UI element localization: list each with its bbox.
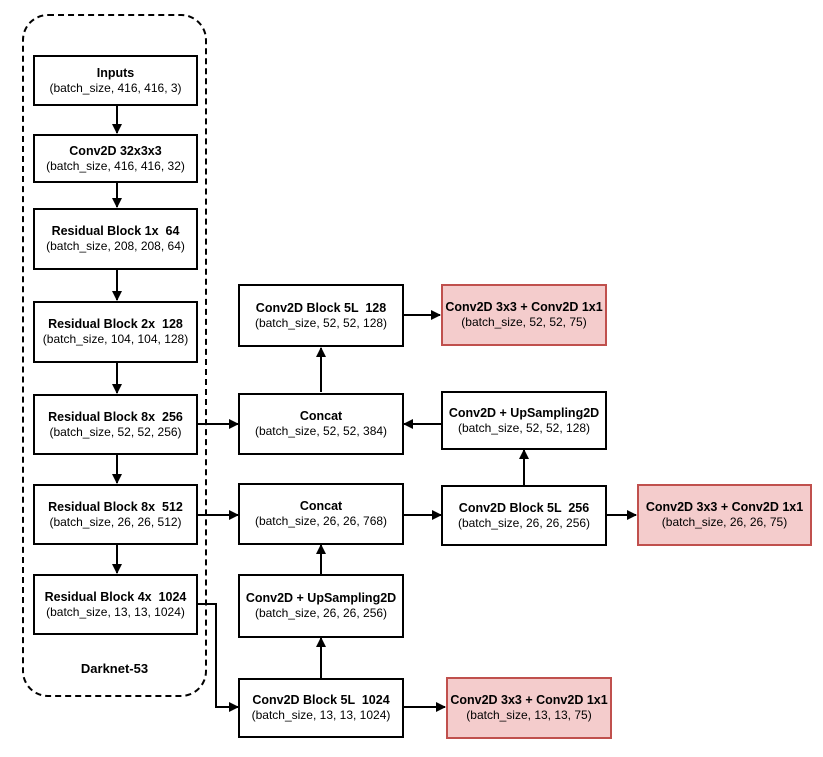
arrow-res4-to-conv5l1024	[198, 603, 239, 712]
node-shape: (batch_size, 26, 26, 256)	[457, 515, 591, 530]
node-title: Residual Block 2x 128	[48, 317, 183, 331]
node-residual-8x-256: Residual Block 8x 256 (batch_size, 52, 5…	[33, 394, 198, 455]
node-shape: (batch_size, 416, 416, 3)	[49, 80, 182, 95]
node-conv2d-block-5l-1024: Conv2D Block 5L 1024 (batch_size, 13, 13…	[238, 678, 404, 738]
node-shape: (batch_size, 52, 52, 384)	[254, 424, 388, 438]
node-title: Conv2D 3x3 + Conv2D 1x1	[445, 300, 603, 314]
node-conv2d-32: Conv2D 32x3x3 (batch_size, 416, 416, 32)	[33, 134, 198, 183]
node-title: Concat	[299, 409, 343, 423]
node-title: Conv2D 32x3x3	[69, 143, 162, 158]
node-title: Concat	[299, 499, 343, 513]
node-title: Inputs	[96, 65, 135, 80]
node-concat-26: Concat (batch_size, 26, 26, 768)	[238, 483, 404, 545]
node-shape: (batch_size, 26, 26, 256)	[254, 606, 388, 620]
node-output-13: Conv2D 3x3 + Conv2D 1x1 (batch_size, 13,…	[446, 677, 612, 739]
node-shape: (batch_size, 104, 104, 128)	[42, 332, 189, 346]
node-title: Conv2D Block 5L 256	[458, 500, 590, 515]
node-title: Conv2D + UpSampling2D	[448, 405, 600, 420]
node-upsampling-52: Conv2D + UpSampling2D (batch_size, 52, 5…	[441, 391, 607, 450]
node-concat-52: Concat (batch_size, 52, 52, 384)	[238, 393, 404, 455]
node-shape: (batch_size, 52, 52, 75)	[461, 315, 587, 329]
node-title: Residual Block 1x 64	[51, 224, 180, 238]
node-shape: (batch_size, 26, 26, 768)	[254, 514, 388, 528]
node-title: Conv2D + UpSampling2D	[245, 591, 397, 605]
node-output-52: Conv2D 3x3 + Conv2D 1x1 (batch_size, 52,…	[441, 284, 607, 346]
node-shape: (batch_size, 52, 52, 128)	[457, 420, 591, 435]
darknet53-label: Darknet-53	[80, 661, 149, 676]
node-shape: (batch_size, 208, 208, 64)	[46, 239, 185, 253]
node-shape: (batch_size, 26, 26, 512)	[49, 514, 182, 529]
node-residual-1x: Residual Block 1x 64 (batch_size, 208, 2…	[33, 208, 198, 270]
node-residual-8x-512: Residual Block 8x 512 (batch_size, 26, 2…	[33, 484, 198, 545]
node-title: Residual Block 8x 512	[48, 499, 183, 514]
node-residual-2x: Residual Block 2x 128 (batch_size, 104, …	[33, 301, 198, 363]
node-shape: (batch_size, 52, 52, 256)	[49, 424, 182, 439]
node-title: Residual Block 4x 1024	[44, 589, 187, 604]
node-output-26: Conv2D 3x3 + Conv2D 1x1 (batch_size, 26,…	[637, 484, 812, 546]
node-title: Conv2D 3x3 + Conv2D 1x1	[645, 500, 804, 514]
node-title: Conv2D Block 5L 1024	[252, 693, 390, 707]
node-title: Conv2D 3x3 + Conv2D 1x1	[450, 693, 608, 707]
node-title: Conv2D Block 5L 128	[255, 300, 387, 315]
node-shape: (batch_size, 13, 13, 1024)	[251, 708, 391, 722]
node-shape: (batch_size, 26, 26, 75)	[661, 515, 788, 529]
node-conv2d-block-5l-128: Conv2D Block 5L 128 (batch_size, 52, 52,…	[238, 284, 404, 347]
node-inputs: Inputs (batch_size, 416, 416, 3)	[33, 55, 198, 106]
node-shape: (batch_size, 13, 13, 75)	[466, 708, 592, 722]
node-shape: (batch_size, 13, 13, 1024)	[46, 604, 185, 619]
node-upsampling-26: Conv2D + UpSampling2D (batch_size, 26, 2…	[238, 574, 404, 638]
node-shape: (batch_size, 52, 52, 128)	[254, 315, 388, 330]
node-title: Residual Block 8x 256	[48, 409, 183, 424]
node-residual-4x-1024: Residual Block 4x 1024 (batch_size, 13, …	[33, 574, 198, 635]
darknet53-frame	[22, 14, 207, 697]
node-shape: (batch_size, 416, 416, 32)	[46, 158, 185, 173]
node-conv2d-block-5l-256: Conv2D Block 5L 256 (batch_size, 26, 26,…	[441, 485, 607, 546]
